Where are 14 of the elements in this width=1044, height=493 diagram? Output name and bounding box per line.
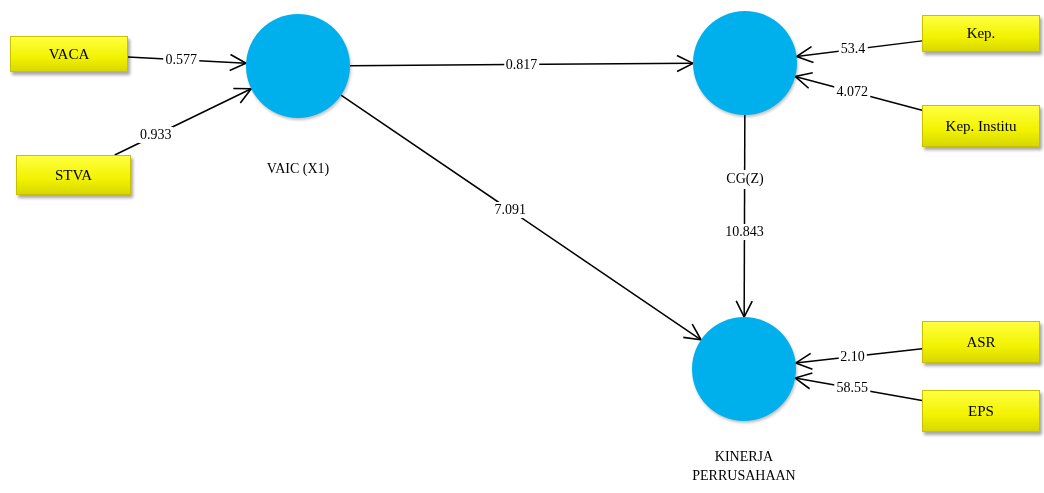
indicator-box: EPS bbox=[922, 390, 1040, 432]
path-arrow bbox=[340, 94, 702, 341]
path-coefficient: 0.933 bbox=[137, 127, 174, 144]
construct-label: VAIC (X1) bbox=[264, 160, 332, 179]
indicator-box: ASR bbox=[922, 321, 1040, 363]
path-coefficient: 7.091 bbox=[492, 202, 528, 219]
indicator-box: VACA bbox=[10, 36, 128, 72]
indicator-box: Kep. Institu bbox=[922, 105, 1040, 147]
construct-label: CG(Z) bbox=[724, 170, 766, 189]
path-coefficient: 10.843 bbox=[723, 224, 766, 241]
indicator-box: STVA bbox=[16, 155, 131, 195]
indicator-box: Kep. bbox=[922, 15, 1040, 52]
path-arrow bbox=[349, 54, 694, 73]
path-coefficient: 4.072 bbox=[834, 83, 871, 100]
